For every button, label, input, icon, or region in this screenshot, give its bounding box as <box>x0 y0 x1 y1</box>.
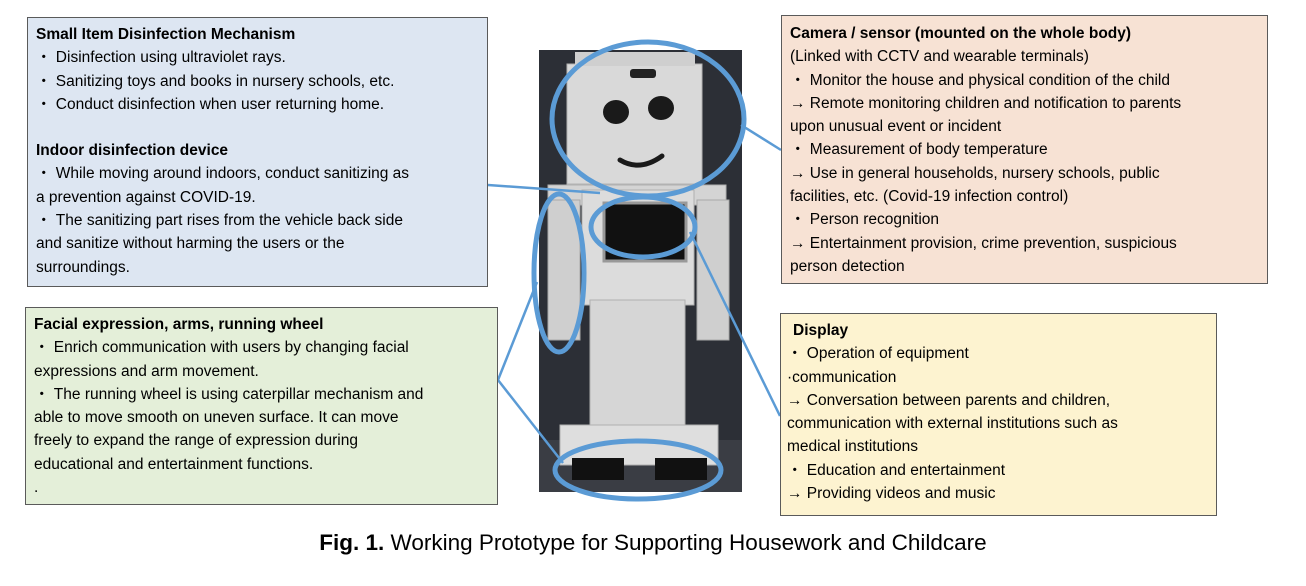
highlight-display <box>588 194 698 260</box>
connector-camera <box>740 123 782 152</box>
display-box-title: Display <box>793 322 849 339</box>
display-line: medical institutions <box>787 438 918 456</box>
figure-caption: Fig. 1. Working Prototype for Supporting… <box>0 530 1306 556</box>
camera-icon <box>630 69 656 78</box>
camera-box-title: Camera / sensor (mounted on the whole bo… <box>790 25 1132 42</box>
indoor-box-title: Indoor disinfection device <box>36 142 229 160</box>
robot-head-top <box>575 52 695 66</box>
camera-line: ・ Measurement of body temperature <box>790 141 1048 159</box>
camera-line: → Remote monitoring children and notific… <box>790 94 1182 112</box>
indoor-line: and sanitize without harming the users o… <box>36 235 345 253</box>
uv-line: ・ Sanitizing toys and books in nursery s… <box>36 72 395 90</box>
uv-disinfection-box: Small Item Disinfection Mechanism ・ Disi… <box>27 17 488 287</box>
highlight-wheels <box>552 438 724 502</box>
camera-line: (Linked with CCTV and wearable terminals… <box>790 48 1089 66</box>
camera-sensor-box: Camera / sensor (mounted on the whole bo… <box>781 15 1268 284</box>
caption-text: Working Prototype for Supporting Housewo… <box>384 530 987 555</box>
robot-wheel-right <box>655 458 707 480</box>
connector-display <box>688 231 782 417</box>
indoor-line: ・ While moving around indoors, conduct s… <box>36 165 410 183</box>
display-line: communication with external institutions… <box>787 415 1118 433</box>
face-line: . <box>34 479 39 497</box>
robot-mouth <box>617 153 665 168</box>
face-line: ・ The running wheel is using caterpillar… <box>34 385 424 403</box>
robot-right-eye <box>648 96 674 120</box>
connector-uv <box>487 183 601 195</box>
face-line: expressions and arm movement. <box>34 362 259 380</box>
connector-face-arm <box>496 281 539 381</box>
display-line: → Providing videos and music <box>787 485 996 503</box>
display-line: ·communication <box>787 368 897 386</box>
display-line: → Conversation between parents and child… <box>787 391 1111 409</box>
camera-line: ・ Monitor the house and physical conditi… <box>790 71 1170 89</box>
face-line: educational and entertainment functions. <box>34 455 314 473</box>
camera-line: ・ Person recognition <box>790 211 940 229</box>
robot-right-arm <box>696 199 730 341</box>
robot-lower-body <box>589 299 686 446</box>
caption-label: Fig. 1. <box>319 530 385 555</box>
indoor-line: a prevention against COVID-19. <box>36 188 256 206</box>
face-line: able to move smooth on uneven surface. I… <box>34 409 399 427</box>
uv-box-title: Small Item Disinfection Mechanism <box>36 26 296 43</box>
camera-line: facilities, etc. (Covid-19 infection con… <box>790 188 1069 206</box>
camera-line: person detection <box>790 257 905 275</box>
highlight-arm <box>531 191 587 355</box>
robot-left-eye <box>603 100 629 124</box>
camera-line: → Entertainment provision, crime prevent… <box>790 234 1177 252</box>
robot-wheel-left <box>572 458 624 480</box>
display-line: ・ Operation of equipment <box>787 345 969 363</box>
connector-face-wheel <box>497 379 564 464</box>
indoor-line: surroundings. <box>36 258 130 276</box>
face-line: freely to expand the range of expression… <box>34 432 358 450</box>
uv-line: ・ Disinfection using ultraviolet rays. <box>36 49 286 67</box>
display-box: Display ・ Operation of equipment ·commun… <box>780 313 1217 516</box>
display-line: ・ Education and entertainment <box>787 461 1005 479</box>
face-box-title: Facial expression, arms, running wheel <box>34 316 324 333</box>
face-line: ・ Enrich communication with users by cha… <box>34 339 409 357</box>
face-arms-wheel-box: Facial expression, arms, running wheel ・… <box>25 307 498 505</box>
uv-line: ・ Conduct disinfection when user returni… <box>36 95 385 113</box>
indoor-line: ・ The sanitizing part rises from the veh… <box>36 212 403 230</box>
camera-line: upon unusual event or incident <box>790 118 1002 136</box>
robot-left-arm <box>547 199 581 341</box>
camera-line: → Use in general households, nursery sch… <box>790 164 1160 182</box>
